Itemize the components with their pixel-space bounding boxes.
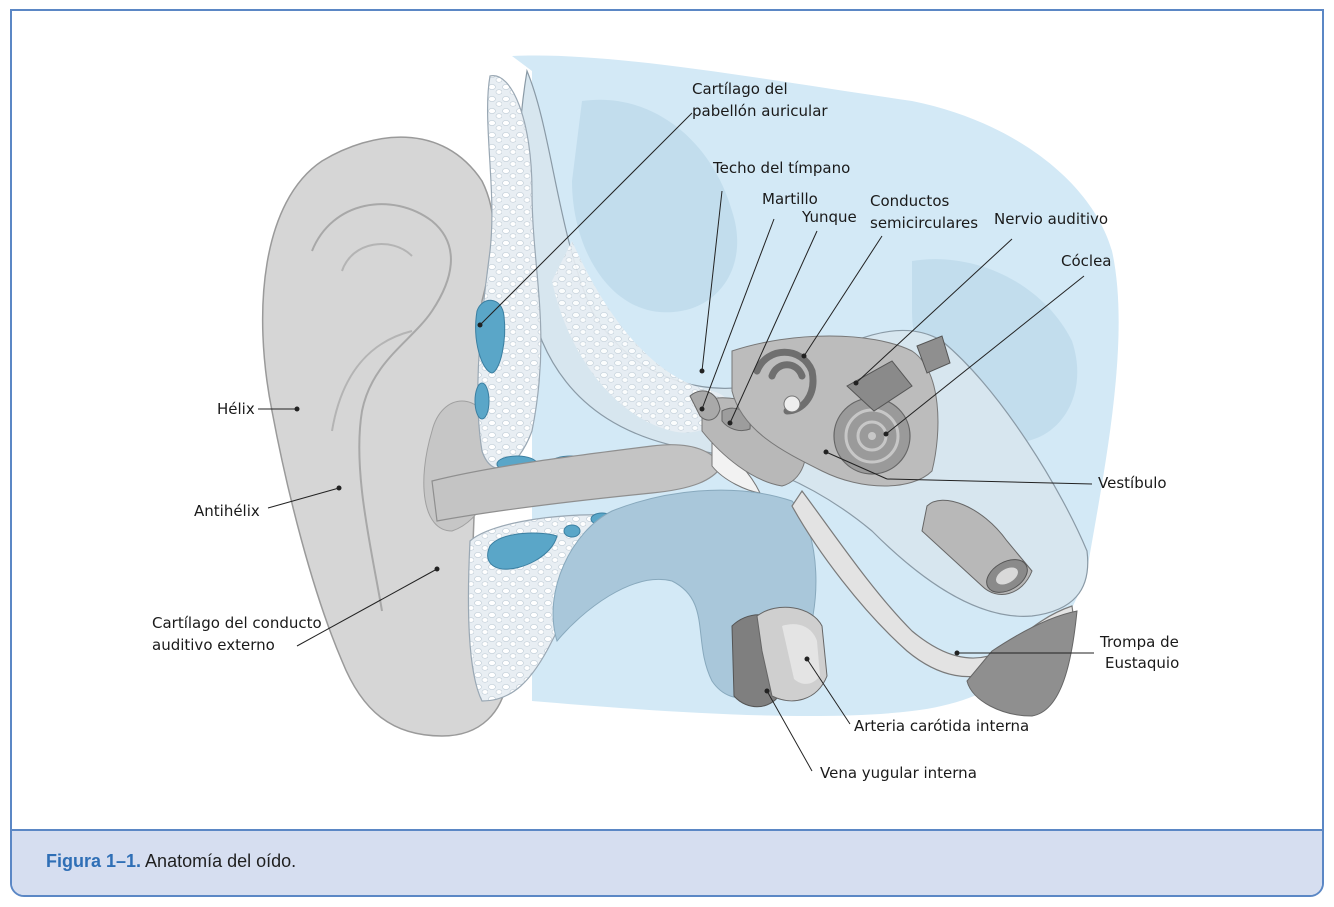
jugular-carotid-vessels bbox=[731, 606, 828, 708]
vestibule-ball bbox=[783, 395, 801, 413]
cartilage-pocket-lower bbox=[487, 532, 558, 570]
label-arteria-carotida: Arteria carótida interna bbox=[854, 717, 1029, 735]
label-coclea: Cóclea bbox=[1061, 252, 1112, 270]
caption-text: Anatomía del oído. bbox=[141, 851, 297, 871]
auditory-nerve bbox=[846, 360, 913, 412]
figure-number: Figura 1–1. bbox=[46, 851, 142, 871]
label-nervio-auditivo: Nervio auditivo bbox=[994, 210, 1108, 228]
label-cartilago-conducto-1: Cartílago del conducto bbox=[152, 614, 322, 632]
label-cartilago-conducto-2: auditivo externo bbox=[152, 636, 275, 654]
semicircular-canals bbox=[753, 348, 817, 415]
cartilage-pocket-upper bbox=[475, 299, 506, 374]
label-yunque: Yunque bbox=[801, 208, 857, 226]
malleus bbox=[689, 390, 721, 421]
leader-lines bbox=[258, 112, 1094, 772]
cochlea bbox=[833, 397, 911, 475]
label-antihelix: Antihélix bbox=[194, 502, 260, 520]
ear-anatomy-diagram: Cartílago del pabellón auricular Techo d… bbox=[152, 55, 1179, 782]
cartilage-pocket-lower-2 bbox=[563, 524, 581, 538]
caption-bar: Figura 1–1. Anatomía del oído. bbox=[12, 829, 1322, 895]
label-vestibulo: Vestíbulo bbox=[1098, 474, 1167, 492]
label-martillo: Martillo bbox=[762, 190, 818, 208]
tissue-shadow bbox=[572, 99, 738, 313]
pinna-inner-fold bbox=[311, 203, 452, 612]
label-helix: Hélix bbox=[217, 400, 255, 418]
carotid-canal bbox=[921, 499, 1033, 595]
label-conductos-2: semicirculares bbox=[870, 214, 978, 232]
bony-labyrinth-area bbox=[552, 241, 729, 433]
label-cartilago-pabellon-1: Cartílago del bbox=[692, 80, 788, 98]
label-trompa-1: Trompa de bbox=[1099, 633, 1179, 651]
label-conductos-1: Conductos bbox=[870, 192, 949, 210]
label-cartilago-pabellon-2: pabellón auricular bbox=[692, 102, 828, 120]
label-vena-yugular: Vena yugular interna bbox=[820, 764, 977, 782]
cartilage-pocket-mid bbox=[474, 382, 490, 420]
nasopharynx bbox=[966, 610, 1078, 717]
figure-caption: Figura 1–1. Anatomía del oído. bbox=[46, 851, 296, 872]
figure-frame: Cartílago del pabellón auricular Techo d… bbox=[10, 9, 1324, 897]
label-trompa-2: Eustaquio bbox=[1105, 654, 1179, 672]
antihelix-ridge bbox=[331, 243, 413, 432]
nerve-stub bbox=[916, 335, 951, 374]
label-techo-timpano: Techo del tímpano bbox=[712, 159, 850, 177]
